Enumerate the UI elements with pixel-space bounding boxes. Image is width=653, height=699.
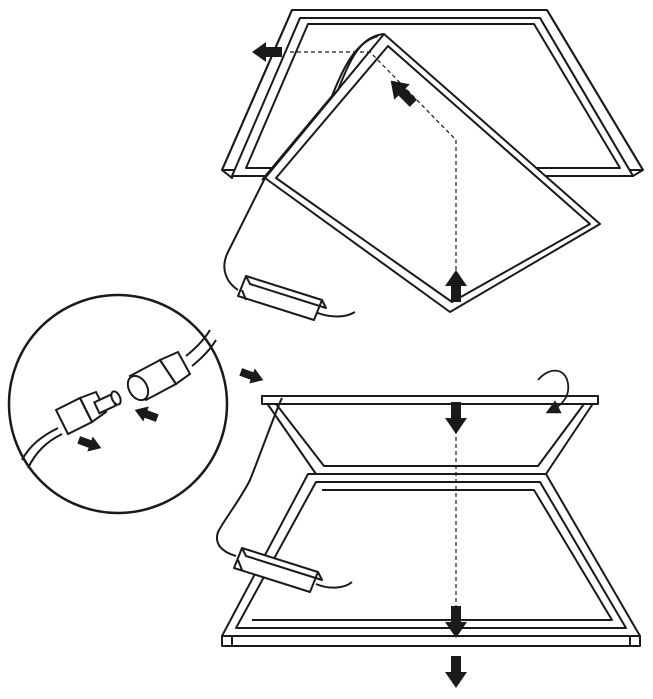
arrow-down-icon — [445, 656, 467, 688]
rotate-icon — [537, 369, 570, 414]
arrow-down-icon — [445, 606, 467, 638]
bottom-cable — [216, 397, 283, 557]
arrow-left-icon — [252, 42, 282, 62]
plug-male — [54, 390, 122, 436]
base-frame-lip — [221, 635, 641, 647]
panel-cover-lip — [261, 395, 599, 405]
connector-cable-right — [185, 329, 211, 357]
connector-detail — [7, 293, 229, 515]
base-frame-inner — [235, 481, 627, 629]
bottom-assembly — [216, 395, 641, 647]
bottom-arrows — [445, 402, 467, 688]
arrow-left-icon — [134, 406, 159, 422]
bottom-cable-tail — [315, 581, 353, 589]
top-arrows — [252, 42, 467, 302]
connector-arrows — [77, 368, 264, 452]
top-cable-2 — [261, 35, 379, 181]
top-cable-tail — [314, 311, 356, 318]
ceiling-frame-inner-2 — [245, 23, 621, 169]
base-frame-inner-2 — [252, 489, 613, 621]
arrow-up-icon — [445, 270, 467, 302]
arrow-right-icon — [77, 436, 102, 452]
arrow-right-icon — [239, 368, 264, 384]
panel-cover-outer — [261, 395, 599, 475]
top-assembly — [221, 9, 644, 321]
top-led-driver — [237, 275, 327, 321]
arrow-up-left-icon — [390, 80, 417, 107]
plug-female — [126, 350, 192, 402]
connector-cable-left — [21, 427, 59, 461]
bottom-led-driver — [233, 547, 323, 593]
arrow-down-icon — [445, 402, 467, 434]
